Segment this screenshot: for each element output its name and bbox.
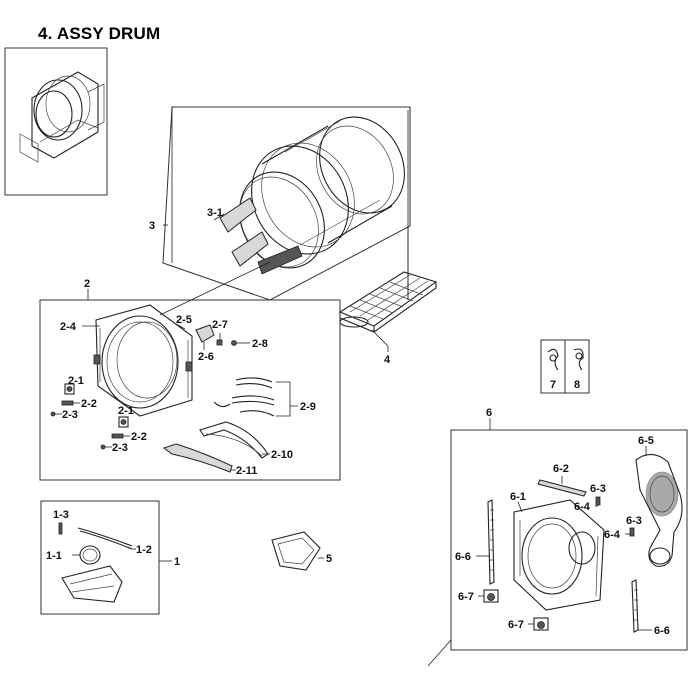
label-2: 2 bbox=[84, 278, 90, 290]
part-5-housing: 5 bbox=[271, 531, 332, 571]
label-6-4-bottom: 6-4 bbox=[604, 529, 621, 541]
label-2-2-bottom: 2-2 bbox=[131, 431, 147, 443]
part-2-11-trim bbox=[162, 443, 233, 473]
label-1-2: 1-2 bbox=[136, 544, 152, 556]
label-2-10: 2-10 bbox=[271, 449, 293, 461]
label-8: 8 bbox=[574, 379, 580, 391]
drum-shell bbox=[251, 116, 405, 255]
label-4: 4 bbox=[384, 354, 391, 366]
parts-7-8: 7 8 bbox=[540, 339, 590, 394]
label-6-3-bottom: 6-3 bbox=[626, 515, 642, 527]
part-3-1-lifter bbox=[219, 197, 303, 275]
diagram-title: 4. ASSY DRUM bbox=[38, 24, 161, 43]
label-6-6-right: 6-6 bbox=[654, 625, 670, 637]
group-3-drum: 3-1 3 bbox=[149, 106, 411, 301]
label-2-3-top: 2-3 bbox=[62, 409, 78, 421]
label-6-7-bottom: 6-7 bbox=[508, 619, 524, 631]
label-7: 7 bbox=[550, 379, 556, 391]
label-6-2: 6-2 bbox=[553, 463, 569, 475]
part-6-6-seal-left bbox=[487, 499, 495, 585]
label-2-8: 2-8 bbox=[252, 338, 268, 350]
label-2-7: 2-7 bbox=[212, 319, 228, 331]
part-6-1-rear-frame bbox=[513, 499, 605, 611]
label-6-4-top: 6-4 bbox=[574, 501, 591, 513]
group-2-front: 2 2-4 2-5 2-6 2-7 2-8 bbox=[39, 261, 341, 481]
group-1-duct: 1 1-3 1-2 1-1 bbox=[40, 500, 180, 615]
part-4-filter: 4 bbox=[338, 271, 438, 366]
label-1-1: 1-1 bbox=[46, 550, 62, 562]
label-2-6: 2-6 bbox=[198, 351, 214, 363]
label-5: 5 bbox=[326, 553, 332, 565]
label-2-5: 2-5 bbox=[176, 314, 192, 326]
label-2-9: 2-9 bbox=[300, 401, 316, 413]
label-3-1: 3-1 bbox=[207, 207, 223, 219]
part-6-6-seal-right bbox=[631, 579, 639, 633]
overview-thumbnail bbox=[4, 47, 108, 196]
label-2-1-bottom: 2-1 bbox=[118, 405, 134, 417]
label-1: 1 bbox=[174, 556, 180, 568]
label-2-11: 2-11 bbox=[236, 465, 257, 477]
part-6-5-blower-housing bbox=[635, 453, 683, 567]
part-2-10-door-frame bbox=[199, 421, 269, 459]
label-6-6-left: 6-6 bbox=[455, 551, 471, 563]
label-1-3: 1-3 bbox=[53, 509, 69, 521]
label-3: 3 bbox=[149, 220, 155, 232]
label-6-5: 6-5 bbox=[638, 435, 654, 447]
part-2-9-harness bbox=[213, 377, 275, 417]
label-6-1: 6-1 bbox=[510, 491, 526, 503]
label-2-2-top: 2-2 bbox=[81, 398, 97, 410]
label-2-4: 2-4 bbox=[60, 321, 77, 333]
label-2-3-bottom: 2-3 bbox=[112, 442, 128, 454]
part-2-4-front-frame bbox=[93, 304, 193, 417]
label-6-7-top: 6-7 bbox=[458, 591, 474, 603]
label-6: 6 bbox=[486, 407, 492, 419]
label-6-3-top: 6-3 bbox=[590, 483, 606, 495]
group-6-rear: 6 6-1 6-2 6-3 6-4 6-3 6-4 bbox=[407, 226, 688, 667]
label-2-1-top: 2-1 bbox=[68, 375, 84, 387]
